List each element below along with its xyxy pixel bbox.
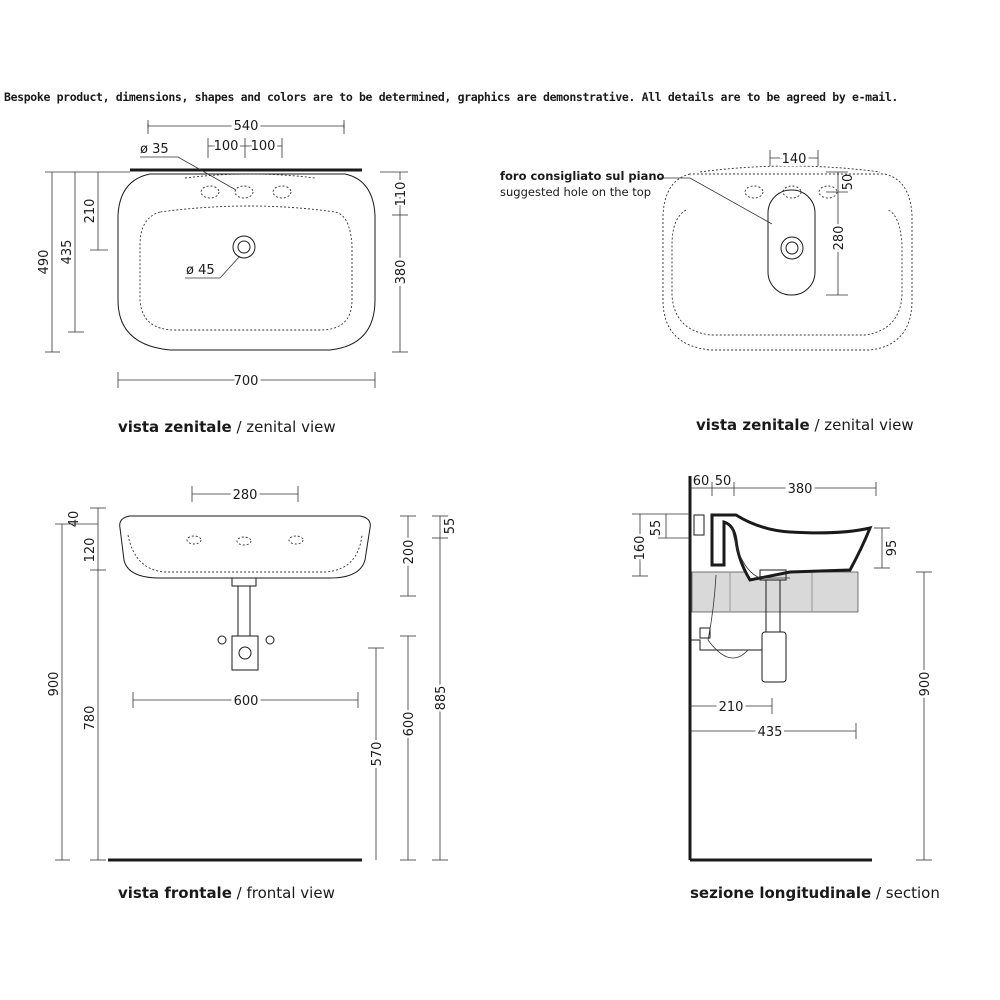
- dim-780: 780: [83, 706, 98, 731]
- suggested-hole: [767, 189, 816, 296]
- dim-hole-left: 100: [214, 139, 239, 154]
- note-en: suggested hole on the top: [500, 185, 651, 199]
- dim-490: 490: [37, 250, 52, 275]
- dim-700: 700: [234, 374, 259, 389]
- dim-120: 120: [83, 538, 98, 563]
- section-siphon-trap: [761, 631, 787, 683]
- drain-outer: [232, 235, 256, 259]
- basin-section: [710, 513, 873, 582]
- tap-body: [693, 514, 705, 536]
- dim-900-front: 900: [47, 672, 62, 697]
- dim-210: 210: [83, 199, 98, 224]
- disclaimer-text: Bespoke product, dimensions, shapes and …: [4, 90, 899, 104]
- dim-110: 110: [394, 182, 409, 207]
- siphon-pipe: [237, 585, 251, 637]
- dim-40: 40: [67, 511, 82, 528]
- dim-435: 435: [60, 240, 75, 265]
- dim-280-front: 280: [233, 488, 258, 503]
- dim-55-front: 55: [443, 518, 458, 535]
- caption-front-view: vista frontale / frontal view: [118, 884, 335, 902]
- dim-380: 380: [394, 260, 409, 285]
- dim-600-width: 600: [234, 694, 259, 709]
- dim-drain-dia: ø 45: [186, 263, 215, 278]
- basin-front: [119, 515, 371, 579]
- section-view: 60 50 380 160 55 95 900 210 435 sezione …: [631, 474, 940, 902]
- dim-210-section: 210: [719, 700, 744, 715]
- dim-hole-dia: ø 35: [140, 142, 169, 157]
- caption-section-view: sezione longitudinale / section: [690, 884, 940, 902]
- dim-95: 95: [885, 540, 900, 557]
- siphon-trap: [231, 635, 259, 671]
- drain-valve: [231, 577, 257, 587]
- dim-60: 60: [693, 474, 710, 489]
- caption-top-view-alt: vista zenitale / zenital view: [696, 416, 914, 434]
- dim-160: 160: [633, 536, 648, 561]
- drain-inner: [237, 240, 251, 254]
- dim-900-section: 900: [918, 672, 933, 697]
- basin-outline: [117, 173, 376, 351]
- note-it: foro consigliato sul piano: [500, 169, 665, 183]
- dim-570: 570: [370, 742, 385, 767]
- dim-55-section: 55: [649, 520, 664, 537]
- dim-140: 140: [782, 152, 807, 167]
- tap-hole-left: [200, 185, 220, 199]
- top-view-alt: foro consigliato sul piano suggested hol…: [500, 149, 914, 434]
- basin-outline-dashed: [662, 173, 913, 351]
- dim-200: 200: [402, 540, 417, 565]
- dim-885: 885: [434, 686, 449, 711]
- tap-hole-right: [272, 185, 292, 199]
- dim-50-section: 50: [715, 474, 732, 489]
- dim-435-section: 435: [758, 725, 783, 740]
- dim-380-section: 380: [788, 482, 813, 497]
- dim-540: 540: [234, 119, 259, 134]
- tap-hole-center: [234, 185, 254, 199]
- bowl-dashed: [139, 205, 353, 331]
- dim-50: 50: [841, 174, 856, 191]
- dim-hole-right: 100: [251, 139, 276, 154]
- dim-280: 280: [832, 226, 847, 251]
- caption-top-view: vista zenitale / zenital view: [118, 418, 336, 436]
- top-view: 540 100 100 ø 35 ø 45 490 435 210 110 38…: [35, 116, 412, 436]
- front-view: 280 600 900 40 120 780 200 55 885 570: [45, 485, 459, 902]
- dim-600-height: 600: [402, 712, 417, 737]
